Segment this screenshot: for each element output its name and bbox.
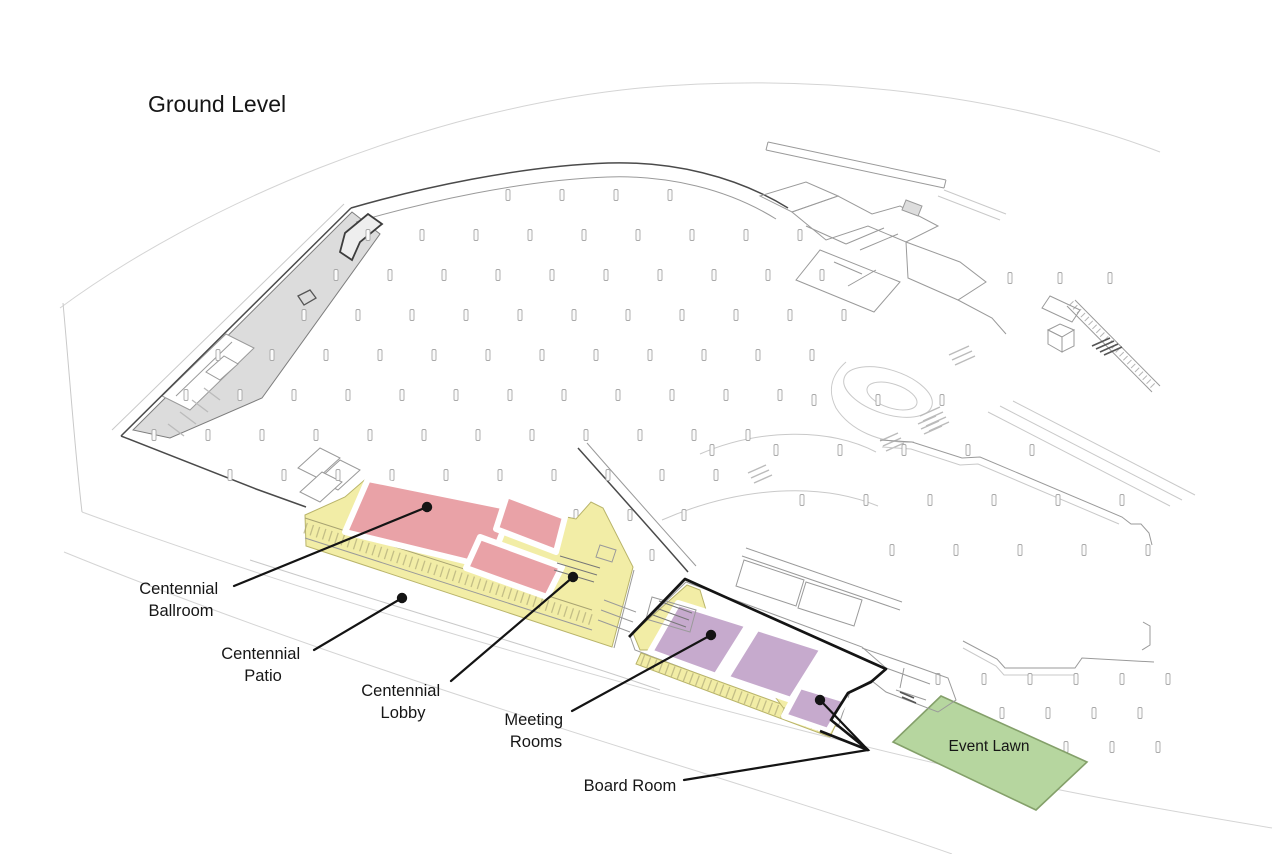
event-lawn: Event Lawn — [891, 695, 1089, 811]
centennial-ballroom-region-c — [463, 534, 565, 600]
leader-line-board — [682, 698, 871, 782]
leader-line-patio — [312, 596, 404, 652]
centennial-ballroom-region-b — [493, 492, 568, 555]
leader-dot-ballroom — [421, 501, 433, 513]
event-lawn-label: Event Lawn — [949, 738, 1030, 755]
label-meeting-rooms: Meeting Rooms — [504, 711, 567, 751]
label-centennial-lobby-line2: Lobby — [381, 704, 427, 722]
label-centennial-patio: Centennial Patio — [221, 645, 304, 685]
leader-dot-lobby — [567, 571, 579, 583]
column-marks — [151, 189, 1171, 753]
meeting-building — [628, 547, 957, 752]
leader-line-meeting — [570, 633, 713, 713]
label-centennial-patio-line1: Centennial — [221, 645, 300, 663]
label-meeting-rooms-line2: Rooms — [510, 733, 562, 751]
label-centennial-ballroom-line1: Centennial — [139, 580, 218, 598]
page-title: Ground Level — [148, 91, 286, 117]
main-hall — [111, 162, 1007, 573]
right-wing — [758, 181, 1007, 335]
label-meeting-rooms-line1: Meeting — [504, 711, 563, 729]
leader-dot-patio — [396, 592, 408, 604]
label-board-room: Board Room — [584, 777, 677, 795]
label-centennial-lobby-line1: Centennial — [361, 682, 440, 700]
label-centennial-lobby: Centennial Lobby — [361, 682, 444, 722]
label-centennial-ballroom: Centennial Ballroom — [139, 580, 222, 620]
event-lawn-region — [891, 695, 1089, 811]
leaders — [232, 501, 871, 782]
leader-line-lobby — [449, 575, 575, 683]
label-centennial-ballroom-line2: Ballroom — [148, 602, 213, 620]
leader-line-ballroom — [232, 505, 429, 588]
leader-dot-board — [814, 694, 826, 706]
label-centennial-patio-line2: Patio — [244, 667, 282, 685]
centennial-building — [303, 476, 637, 649]
meeting-room-a-region — [647, 600, 751, 679]
site-linework — [59, 82, 1273, 854]
leader-dot-meeting — [705, 629, 717, 641]
